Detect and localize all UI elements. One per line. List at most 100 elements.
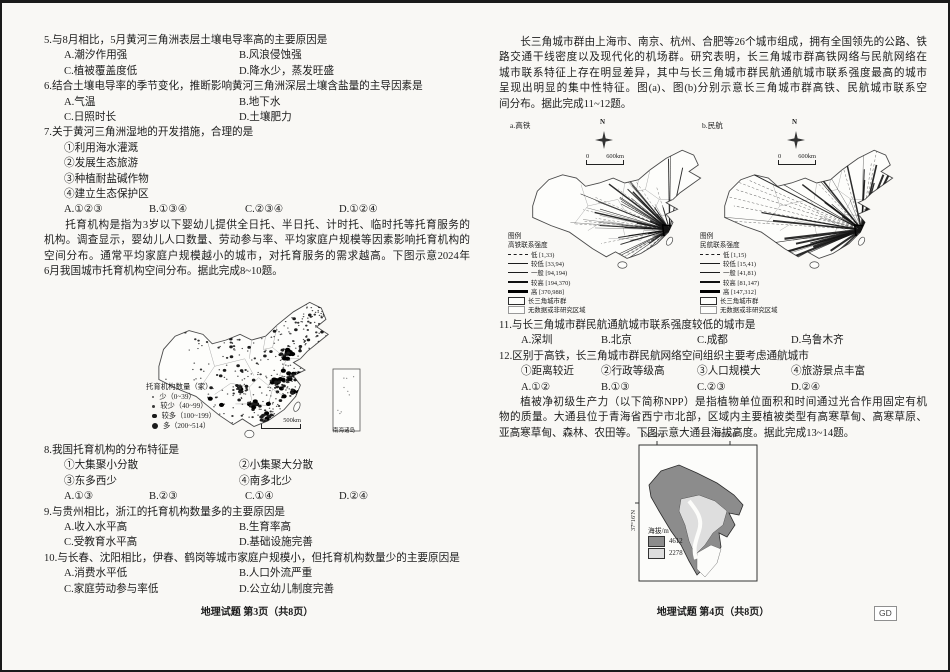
question-8-stem: 8.我国托育机构的分布特征是 [44,445,180,456]
question-12-stem: 12.区别于高铁，长三角城市群民航网络空间组织主要考虑通航城市 [499,350,809,362]
q11-option-a: A.深圳 [521,335,553,347]
map-a-legend: 图例 高铁联系强度 低 [1,33) 较低 [33,94) 一般 [94,194… [508,232,586,314]
q9-option-c: C.受教育水平高 [64,537,138,549]
large-dot-icon [152,422,158,429]
legend-label: 较多（100~199） [161,411,216,420]
legend-row: 较低 [33,94) [508,259,586,268]
q5-option-a: A.潮汐作用强 [64,50,128,62]
p4-intro-line3: 城市联系特征上存在明显差异，其中与长三角城市群民航通航城市联系强度最高的城市 [499,67,927,79]
p3-paragraph-line4: 6月我国城市托育机构空间分布。据此完成8~10题。 [44,266,283,278]
q7-option-a: A.①②③ [64,204,103,216]
q6-option-d: D.土壤肥力 [239,112,292,124]
legend-label: 一般 [94,194) [531,270,568,278]
thin-line-icon [508,263,528,265]
page3-footer: 地理试题 第3页（共8页） [200,607,314,618]
q10-option-c: C.家庭劳动参与率低 [64,583,159,595]
thickest-line-icon [700,289,720,293]
p3-paragraph-line2: 机构。调查显示，婴幼儿人口数量、劳动参与率、平均家庭户规模等因素影响托育机构的 [44,235,470,247]
q12-item-1: ①距离较近 [521,366,574,378]
q8-items-12: ①大集聚小分散 ②小集聚大分散 [44,458,470,473]
legend-label: 较高 [81,147) [723,279,760,287]
legend-row-area2: 无数据或非研究区域 [508,305,586,314]
legend-row: 高 [147,312] [700,287,778,296]
legend-row: 较低 [15,41) [700,259,778,268]
small-dot-icon [152,395,155,398]
scale-zero: 0 [261,417,265,424]
map-a-label: a.高铁 [510,121,531,130]
longitude-label-1: 100°53′E [641,432,665,439]
q10-option-d: D.公立幼儿制度完善 [239,583,335,595]
q7-item-3: ③种植耐盐碱作物 [64,173,149,185]
page3-bottom-block: 8.我国托育机构的分布特征是 ①大集聚小分散 ②小集聚大分散 ③东多西少 ④南多… [44,443,470,597]
question-6-options-ab: A.气温 B.地下水 [44,95,470,110]
q9-option-a: A.收入水平高 [64,522,128,534]
childcare-map-figure: 托育机构数量（家） 少（0~39） 较少（40~99） 较多（100~199） … [132,293,462,453]
line-icon [700,272,720,274]
q12-option-d: D.②④ [791,381,821,393]
legend-label: 长三角城市群 [528,298,567,306]
thick-line-icon [508,281,528,284]
q5-option-c: C.植被覆盖度低 [64,65,138,77]
q9-options-ab: A.收入水平高 B.生育率高 [44,520,470,535]
north-label: N [600,118,606,126]
legend-title: 图例 [700,233,714,240]
map-b-scale: 0 600km [778,153,816,165]
high-elevation-swatch-icon [648,535,665,547]
q8-item-1: ①大集聚小分散 [64,460,139,472]
legend-row: 较高 [194,370) [508,278,586,287]
nodata-swatch-icon [700,305,717,314]
elevation-low-value: 2278 [669,549,683,557]
map-b-label: b.民航 [702,121,723,130]
scale-zero: 0 [778,153,782,160]
scale-distance: 600km [798,153,816,160]
question-10-stem: 10.与长春、沈阳相比，伊春、鹤岗等城市家庭户规模小，但托育机构数量少的主要原因… [44,552,460,564]
p4-intro-line5: 间分布。据此完成11~12题。 [499,98,632,110]
scale-distance: 600km [606,153,624,160]
aviation-connection-map [694,118,899,323]
p3-paragraph-line3: 空间分布。通常平均家庭户规模越小的城市，对托育服务的需求越高。下图示意2024年 [44,250,470,262]
legend-label: 多（200~514） [163,421,211,430]
q7-option-d: D.①②④ [339,204,378,216]
q7-item-1: ①利用海水灌溉 [64,142,139,154]
line-icon [508,272,528,274]
legend-row: 高 [370,988] [508,287,586,296]
legend-label: 少（0~39） [159,392,196,401]
legend-label: 低 [1,33) [531,252,555,260]
p4-npp-line2: 物的质量。大通县位于青海省西宁市北部，区域内主要植被类型有高寒草甸、高寒草原、 [499,412,927,424]
legend-row-area2: 无数据或非研究区域 [700,305,778,314]
legend-label: 低 [1,15) [723,252,747,260]
p3-paragraph-line1: 托育机构是指为3岁以下婴幼儿提供全日托、半日托、计时托、临时托等托育服务的 [65,219,470,231]
legend-row: 较高 [81,147) [700,278,778,287]
q7-item-4: ④建立生态保护区 [64,189,149,201]
question-7-options: A.①②③ B.①③④ C.②③④ D.①②④ [44,202,470,217]
q8-item-4: ④南多北少 [239,475,292,487]
legend-label: 高 [147,312] [723,288,757,296]
legend-row-area1: 长三角城市群 [508,296,586,305]
north-label: N [792,118,798,126]
legend-label: 较高 [194,370) [531,279,571,287]
question-6-options-cd: C.日照时长 D.土壤肥力 [44,110,470,125]
elevation-low-row: 2278 [648,547,683,559]
page4-footer: 地理试题 第4页（共8页） [656,607,770,618]
question-7-stem: 7.关于黄河三角洲湿地的开发措施，合理的是 [44,127,254,139]
page4-questions-block: 11.与长三角城市群民航通航城市联系强度较低的城市是 A.深圳 B.北京 C.成… [499,318,927,441]
nodata-swatch-icon [508,305,525,314]
q11-option-b: B.北京 [601,335,632,347]
q7-option-c: C.②③④ [245,204,284,216]
thickest-line-icon [508,289,528,293]
scale-bar [586,160,624,165]
legend-label: 无数据或非研究区域 [528,307,586,315]
q8-items-34: ③东多西少 ④南多北少 [44,474,470,489]
legend-row: 低 [1,33) [508,250,586,259]
legend-row: 一般 [41,81) [700,268,778,277]
legend-title: 图例 [508,233,522,240]
legend-label: 一般 [41,81) [723,270,757,278]
legend-row: 一般 [94,194) [508,268,586,277]
elevation-high-row: 4612 [648,535,683,547]
legend-label: 较低 [15,41) [723,261,757,269]
p4-intro-line4: 呈现出明显的集中性特征。图(a)、图(b)分别示意长三角城市群高铁、民航城市联系… [499,83,927,95]
